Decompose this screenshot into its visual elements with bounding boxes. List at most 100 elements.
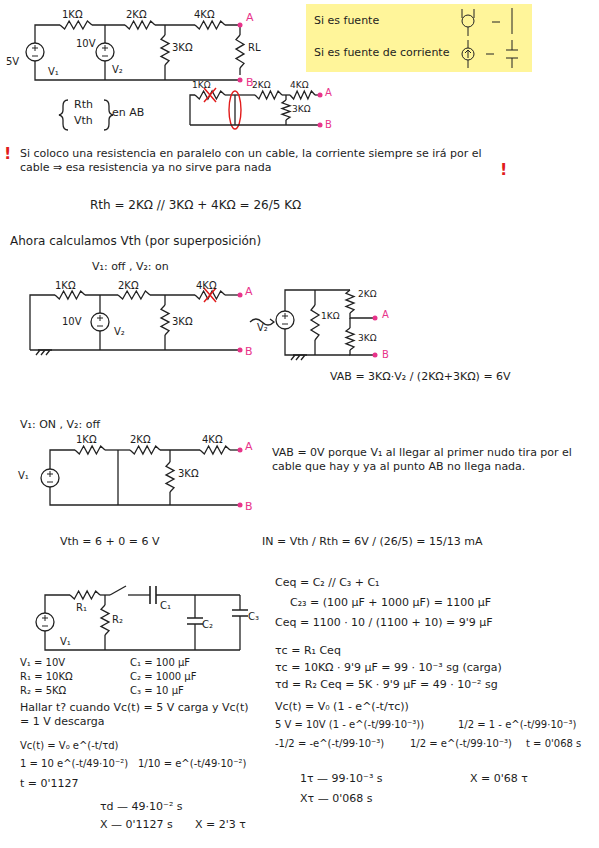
wire	[104, 25, 105, 43]
ground-symbol	[291, 355, 307, 360]
note-text: en AB	[112, 106, 144, 120]
note-text: 3KΩ	[172, 42, 193, 55]
note-text: IN = Vth / Rth = 6V / (26/5) = 15/13 mA	[262, 535, 482, 549]
wire	[285, 329, 350, 355]
note-text: Si es fuente de corriente	[314, 46, 449, 60]
note-text: B	[245, 500, 253, 514]
wire	[314, 290, 315, 305]
capacitor-symbol	[150, 586, 156, 604]
note-text: V₁	[60, 636, 71, 649]
wire	[50, 450, 75, 469]
ground-symbol	[36, 350, 52, 355]
wire	[234, 95, 235, 125]
wire	[164, 25, 165, 35]
wire	[190, 124, 320, 125]
wire	[350, 350, 375, 355]
highlight-note: Si es fuenteSi es fuente de corriente	[306, 4, 532, 72]
note-text: V₁ = 10V	[20, 657, 65, 670]
capacitor-symbol	[232, 610, 248, 616]
resistor-symbol	[346, 290, 354, 313]
note-text: 4KΩ	[202, 434, 223, 447]
wire	[164, 295, 165, 305]
note-text: R₂	[112, 614, 123, 627]
note-text: Vth = 6 + 0 = 6 V	[60, 535, 159, 549]
wire	[92, 24, 125, 25]
terminal-dot	[238, 78, 243, 83]
note-text: Vc(t) = V₀ e^(-t/τd)	[20, 740, 118, 753]
note-text: 1/2 = 1 - e^(-t/99·10⁻³)	[458, 719, 576, 732]
polarity-mark	[42, 615, 48, 626]
note-text: V₁	[18, 470, 29, 483]
note-text: 2KΩ	[130, 434, 151, 447]
note-text: X = 0'68 τ	[470, 772, 528, 786]
note-text: 10V	[76, 38, 96, 51]
note-text: 5V	[6, 56, 19, 69]
note-text: 2KΩ	[126, 9, 147, 22]
wire	[45, 631, 240, 650]
note-text: X — 0'1127 s	[100, 818, 173, 832]
switch-symbol	[110, 586, 126, 595]
note-text: 3KΩ	[358, 333, 377, 344]
capacitor-symbol	[187, 618, 203, 624]
terminal-dot	[238, 23, 243, 28]
note-text: V₁: off , V₂: on	[92, 260, 169, 274]
note-text: 2KΩ	[118, 280, 139, 293]
note-text: τc = R₁ Ceq	[275, 644, 341, 658]
note-text: 5 V = 10V (1 - e^(-t/99·10⁻³))	[275, 719, 424, 732]
wire	[85, 294, 118, 295]
note-text: τd — 49·10⁻² s	[100, 800, 183, 814]
terminal-dot	[318, 93, 323, 98]
wire	[239, 68, 240, 75]
note-text: 1KΩ	[55, 280, 76, 293]
resistor-symbol	[311, 305, 319, 340]
resistor-symbol	[290, 91, 315, 99]
resistor-symbol	[346, 328, 354, 350]
resistor-symbol	[75, 446, 105, 454]
note-text: 4KΩ	[290, 80, 309, 91]
resistor-symbol	[55, 291, 85, 299]
note-text: !	[4, 144, 11, 164]
polarity-mark	[32, 45, 38, 56]
wire	[314, 340, 315, 355]
note-text: 3KΩ	[172, 316, 193, 329]
terminal-dot	[238, 448, 243, 453]
note-text: R₁	[76, 602, 87, 615]
wire	[164, 65, 165, 80]
note-text: V₂	[114, 326, 125, 339]
resistor-symbol	[125, 21, 155, 29]
note-text: t = 0'068 s	[526, 738, 581, 751]
note-text: 2KΩ	[358, 289, 377, 300]
note-text: !	[500, 160, 507, 180]
terminal-dot	[373, 353, 378, 358]
highlight-ellipse	[229, 91, 241, 129]
polarity-mark	[97, 315, 103, 326]
wire	[239, 616, 240, 650]
terminal-dot	[373, 316, 378, 321]
note-text: Ceq = C₂ // C₃ + C₁	[275, 576, 380, 590]
wire	[50, 487, 240, 505]
note-text: V₂	[112, 64, 123, 77]
resistor-symbol	[255, 91, 282, 99]
wire	[164, 335, 165, 350]
note-text: A	[245, 285, 253, 299]
wire	[239, 595, 240, 610]
note-text: B	[245, 345, 253, 359]
note-text: Ceq = 1100 · 10 / (1100 + 10) = 9'9 μF	[275, 616, 493, 630]
note-text: X = 2'3 τ	[195, 818, 246, 832]
note-text: 1KΩ	[76, 434, 97, 447]
wire	[35, 61, 240, 80]
wire	[104, 595, 105, 605]
wire	[225, 94, 255, 95]
wire	[45, 595, 70, 613]
wire	[285, 120, 286, 125]
wire	[285, 290, 350, 311]
resistor-symbol	[200, 446, 230, 454]
note-text: R₁ = 10KΩ	[20, 671, 73, 684]
wire	[104, 61, 105, 80]
voltage-source	[91, 313, 109, 331]
note-text: 10V	[62, 316, 82, 329]
note-text: Vth	[74, 114, 93, 128]
wire	[128, 594, 150, 595]
note-text: τd = R₂ Ceq = 5K · 9'9 μF = 49 · 10⁻² sg	[275, 678, 498, 692]
